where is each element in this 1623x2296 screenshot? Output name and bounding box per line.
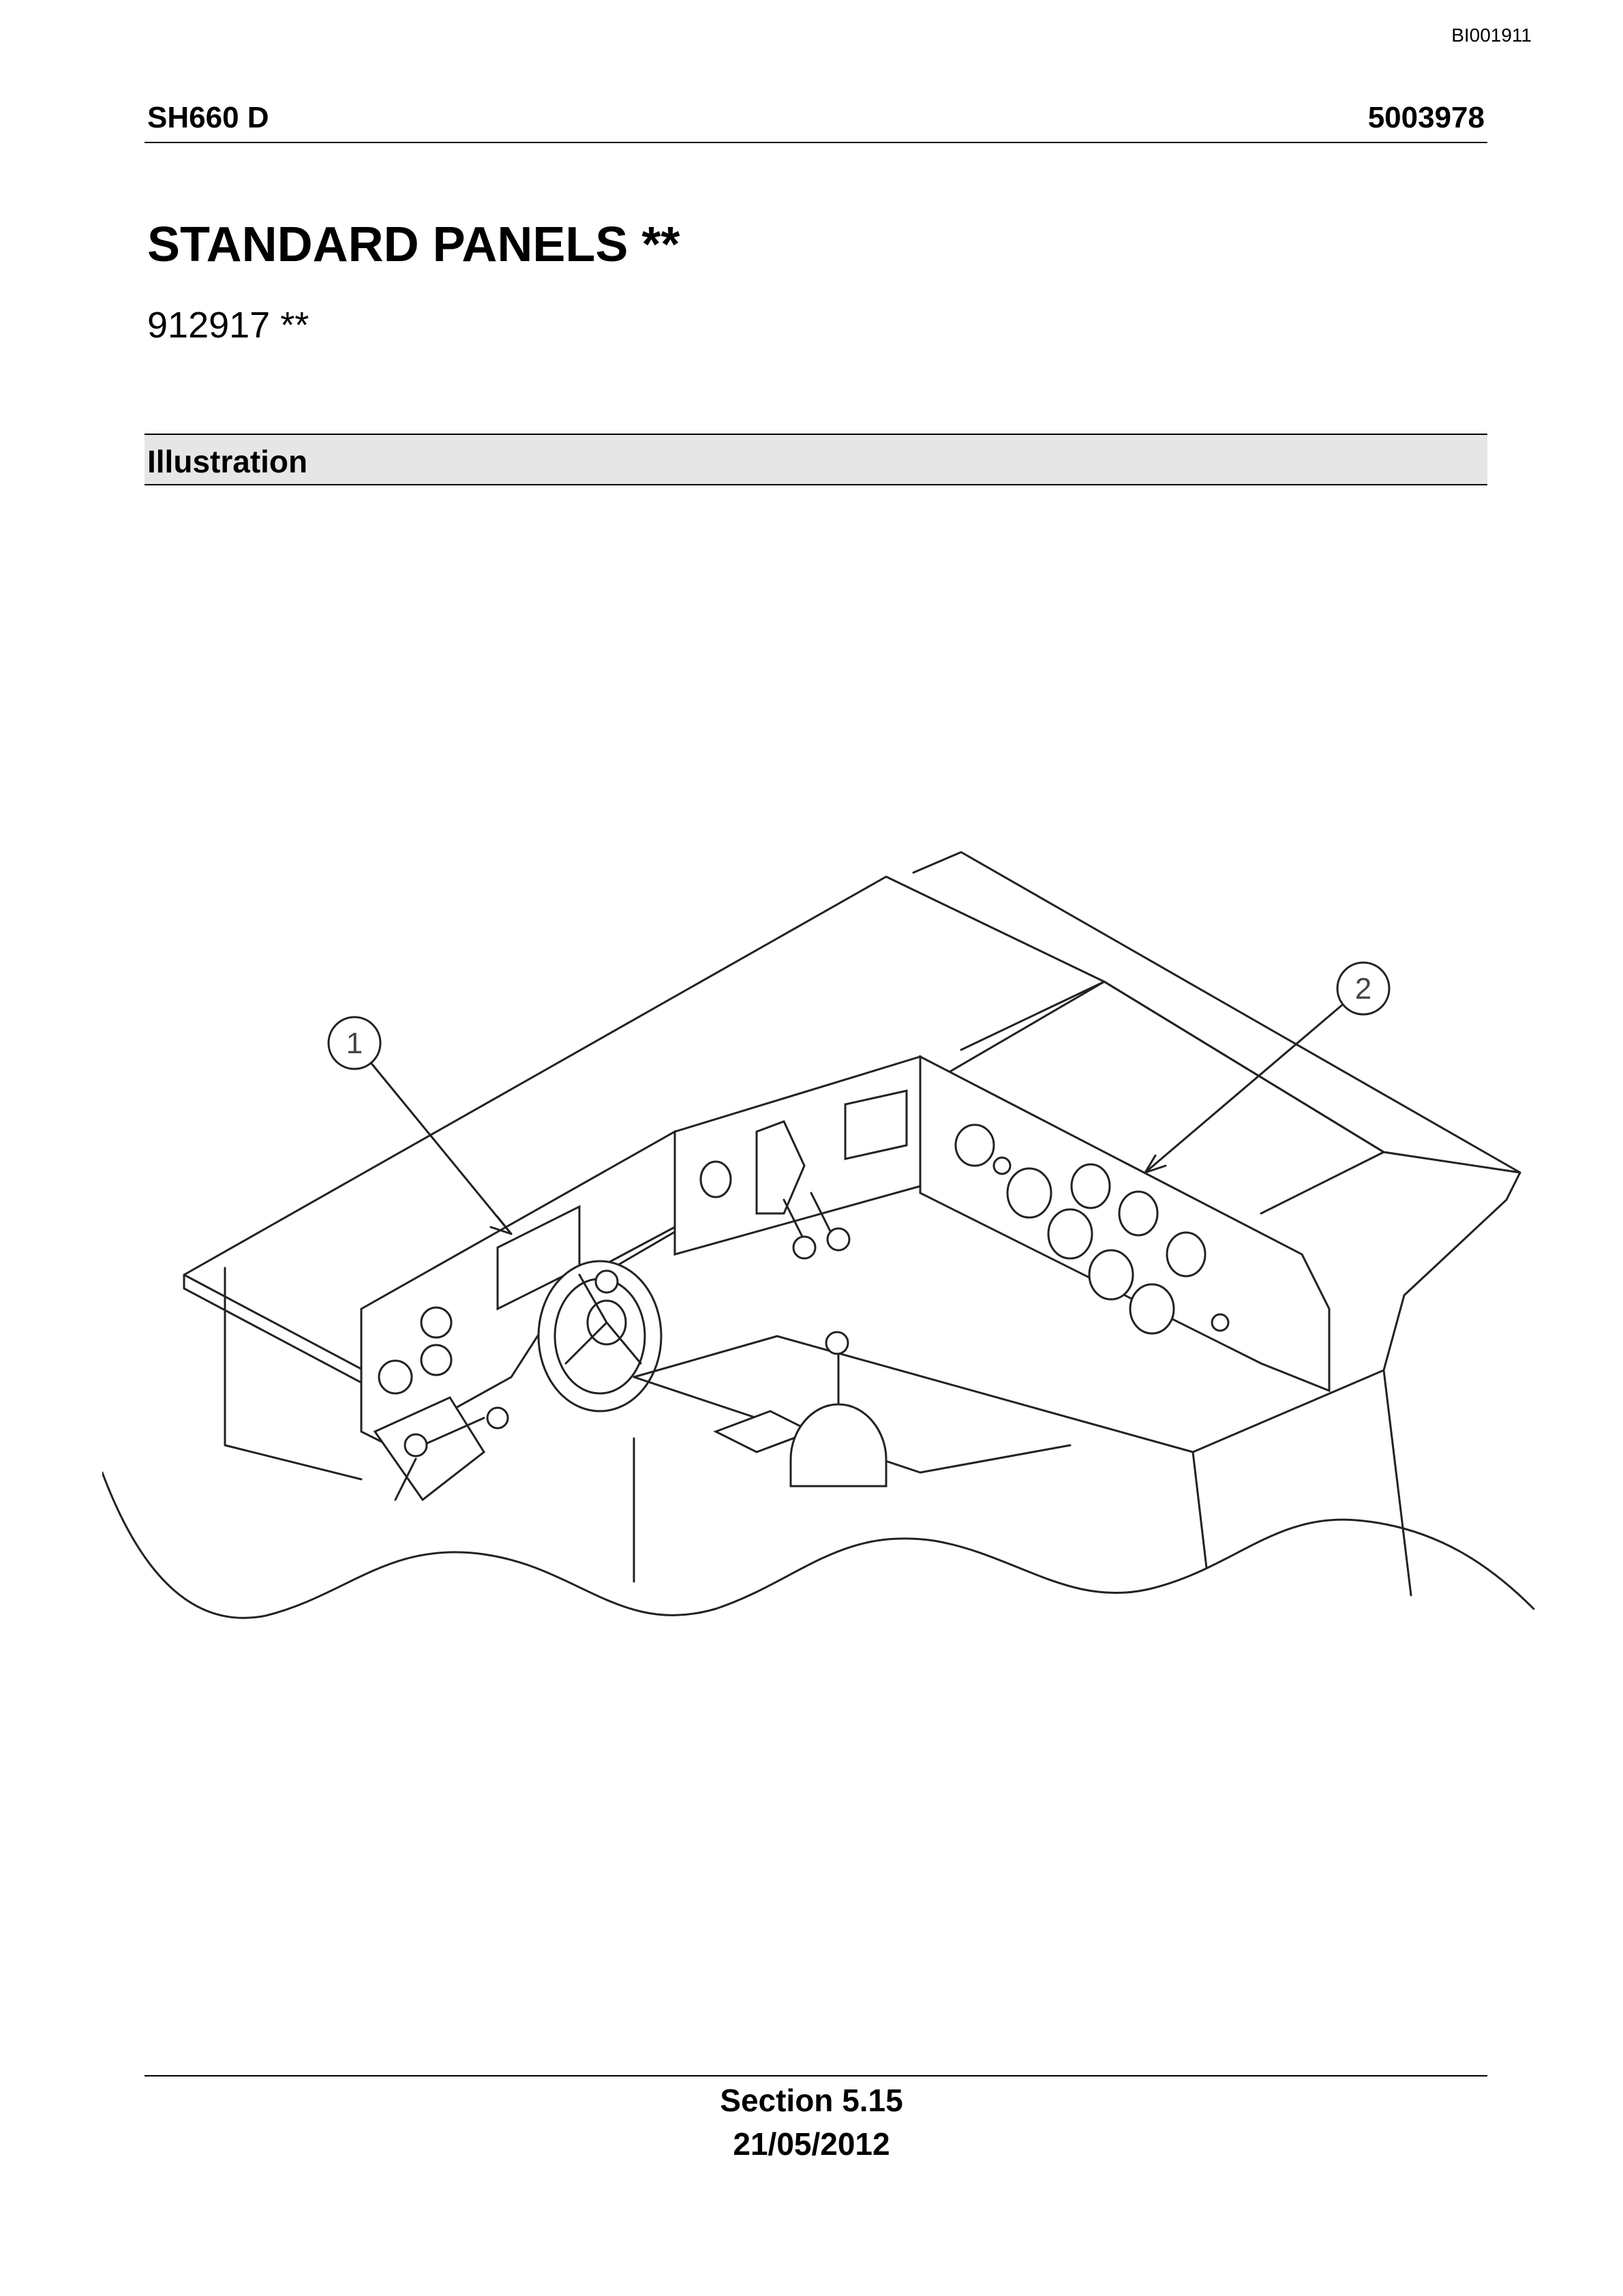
header-row: SH660 D 5003978 <box>145 101 1487 143</box>
footer-section: Section 5.15 <box>720 2083 903 2118</box>
control-panel-illustration: 1 2 <box>102 851 1535 1619</box>
part-number: 5003978 <box>1367 101 1485 134</box>
model-name: SH660 D <box>147 101 269 134</box>
page-subtitle: 912917 ** <box>147 305 309 346</box>
section-heading-bar: Illustration <box>145 434 1487 485</box>
footer-date: 21/05/2012 <box>733 2126 890 2162</box>
callout-1: 1 <box>346 1027 363 1060</box>
footer-rule <box>145 2075 1487 2076</box>
document-code: BI001911 <box>1451 25 1532 46</box>
callout-2: 2 <box>1355 972 1371 1006</box>
page-title: STANDARD PANELS ** <box>147 217 680 272</box>
section-heading: Illustration <box>147 444 308 479</box>
